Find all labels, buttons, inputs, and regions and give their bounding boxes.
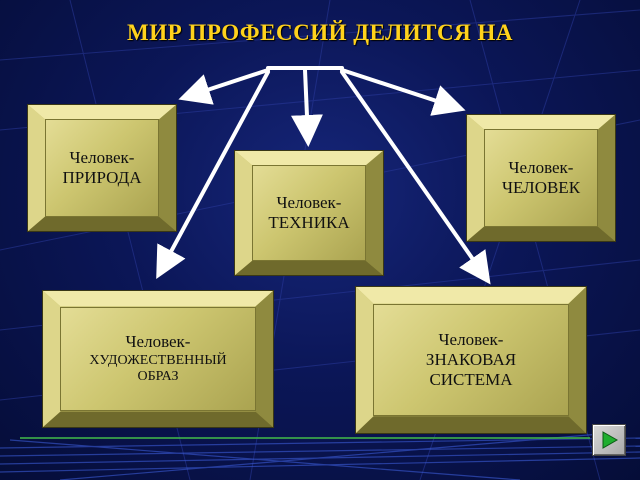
box-person-technology: Человек- ТЕХНИКА	[234, 150, 384, 276]
box-label-main-second-line: ОБРАЗ	[137, 369, 179, 385]
next-slide-button[interactable]	[592, 424, 626, 456]
box-label-main: ЧЕЛОВЕК	[501, 178, 581, 197]
arrow-to-chelovek	[340, 68, 466, 116]
box-person-person: Человек- ЧЕЛОВЕК	[466, 114, 616, 242]
box-label-prefix: Человек-	[276, 192, 342, 212]
box-label-main: ЗНАКОВАЯ	[425, 349, 517, 369]
box-label-prefix: Человек-	[69, 147, 135, 167]
box-person-nature: Человек- ПРИРОДА	[27, 104, 177, 232]
play-next-icon	[602, 431, 619, 449]
arrow-to-khud	[156, 70, 270, 280]
arrow-to-priroda	[178, 68, 270, 105]
box-label-prefix: Человек-	[438, 329, 504, 349]
box-label-main-second-line: СИСТЕМА	[429, 370, 513, 390]
box-label-prefix: Человек-	[508, 157, 574, 177]
box-person-sign-system: Человек- ЗНАКОВАЯ СИСТЕМА	[355, 286, 587, 434]
box-person-artistic-image: Человек- ХУДОЖЕСТВЕННЫЙ ОБРАЗ	[42, 290, 274, 428]
arrow-to-znak	[340, 70, 491, 285]
box-label-main: ТЕХНИКА	[268, 213, 350, 232]
arrow-to-tekhnika	[290, 68, 323, 147]
box-label-main: ХУДОЖЕСТВЕННЫЙ	[89, 352, 227, 368]
box-label-main: ПРИРОДА	[62, 168, 142, 187]
slide-title: МИР ПРОФЕССИЙ ДЕЛИТСЯ НА	[127, 20, 513, 45]
box-label-prefix: Человек-	[125, 332, 191, 352]
